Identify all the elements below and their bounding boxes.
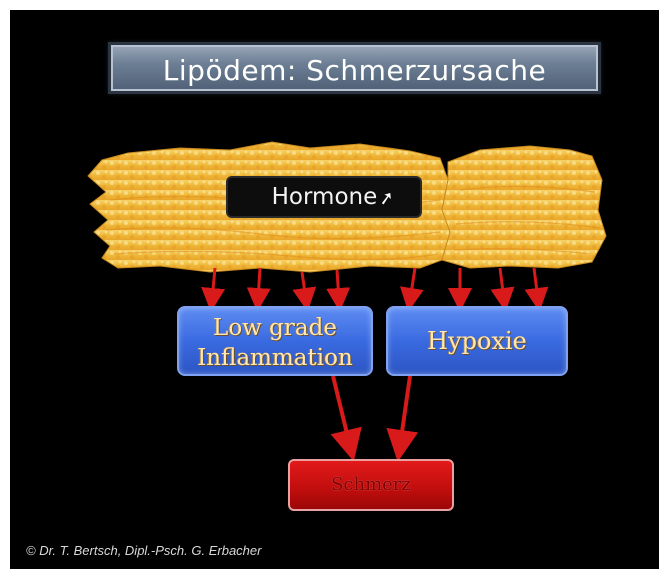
hypoxie-box: Hypoxie (386, 306, 568, 376)
pain-box: Schmerz (288, 459, 454, 511)
arrows-fat-to-boxes (212, 268, 538, 300)
inflammation-box: Low grade Inflammation (177, 306, 373, 376)
inflammation-line2: Inflammation (179, 343, 371, 373)
hormone-label: Hormone (254, 184, 378, 210)
slide: Lipödem: Schmerzursache Hormone➚ Low gra… (10, 10, 659, 569)
slide-title: Lipödem: Schmerzursache (108, 42, 601, 94)
arrows-boxes-to-pain (333, 376, 410, 446)
arrow-up-icon: ➚ (376, 179, 397, 219)
inflammation-line1: Low grade (179, 313, 371, 343)
hormone-label-box: Hormone➚ (228, 178, 420, 216)
copyright-text: © Dr. T. Bertsch, Dipl.-Psch. G. Erbache… (26, 543, 261, 558)
